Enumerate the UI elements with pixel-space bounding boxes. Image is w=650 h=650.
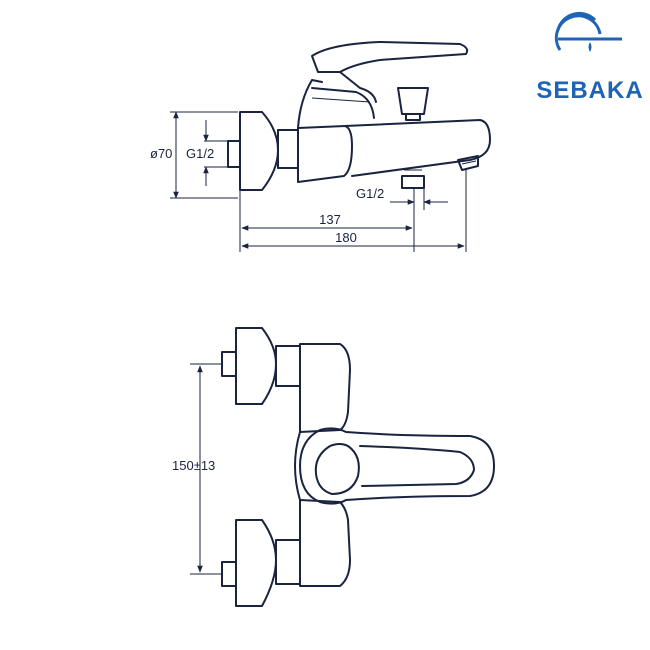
lever-handle (311, 41, 469, 73)
spout-tip (457, 155, 479, 171)
outlet (401, 175, 425, 189)
wall-thread-stub (227, 140, 241, 168)
diameter-label: ø70 (150, 146, 172, 161)
connector (277, 129, 299, 169)
body (297, 125, 353, 183)
front-lever (299, 427, 495, 505)
bottom-escutcheon (235, 519, 277, 607)
top-escutcheon (235, 327, 277, 405)
length-180-label: 180 (335, 230, 357, 245)
dimension-outlet-thread: G1/2 (356, 186, 448, 252)
spacing-label: 150±13 (172, 458, 215, 473)
escutcheon (239, 111, 279, 191)
lever-base (297, 79, 323, 129)
diverter-knob (397, 87, 429, 115)
side-view (227, 41, 491, 191)
body-lower (299, 499, 351, 587)
body-upper (299, 343, 351, 433)
brand-name: SEBAKA (536, 77, 643, 104)
bottom-thread-stub (221, 561, 237, 587)
dimension-spacing: 150±13 (172, 363, 222, 575)
dimension-180: 180 (241, 170, 467, 252)
sebaka-logo: SEBAKA (536, 12, 643, 104)
front-view (221, 327, 495, 607)
outlet-thread-label: G1/2 (356, 186, 384, 201)
top-thread-stub (221, 351, 237, 377)
thread-label: G1/2 (186, 146, 214, 161)
lever-hub (314, 443, 360, 495)
length-137-label: 137 (319, 212, 341, 227)
dimension-137: 137 (239, 190, 413, 252)
water-drop-circle-icon (554, 12, 622, 52)
dimension-diameter: ø70 G1/2 (150, 111, 238, 199)
